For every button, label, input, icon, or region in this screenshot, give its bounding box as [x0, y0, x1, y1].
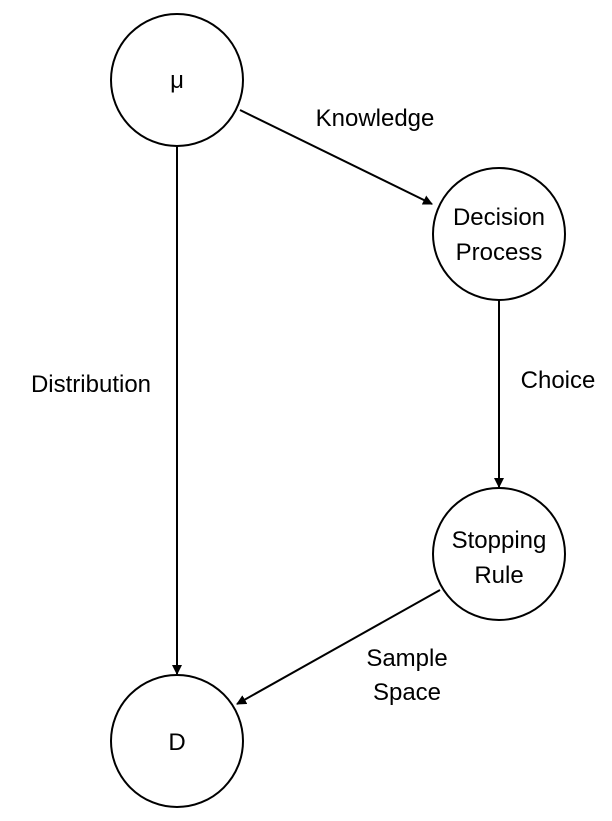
node-mu-circle — [110, 13, 244, 147]
node-stopping-rule-label-line2: Rule — [474, 562, 523, 589]
edge-choice: Choice — [494, 300, 596, 488]
edge-sample-space-label-line2: Space — [373, 679, 441, 706]
edge-distribution-label: Distribution — [31, 371, 151, 398]
node-d-circle — [110, 674, 244, 808]
node-decision-process-label-line1: Decision — [453, 204, 545, 231]
node-mu: μ — [110, 13, 244, 147]
edge-sample-space-label-line1: Sample — [366, 645, 447, 672]
node-decision-process: Decision Process — [432, 167, 566, 301]
node-decision-process-circle — [432, 167, 566, 301]
edge-sample-space: Sample Space — [236, 589, 448, 706]
node-stopping-rule-label-line1: Stopping — [452, 527, 547, 554]
node-stopping-rule-circle — [432, 487, 566, 621]
node-mu-label: μ — [170, 67, 184, 94]
node-d-label: D — [168, 729, 185, 756]
node-d: D — [110, 674, 244, 808]
node-stopping-rule: Stopping Rule — [432, 487, 566, 621]
edge-choice-label: Choice — [521, 367, 596, 394]
edge-knowledge: Knowledge — [239, 105, 435, 205]
edge-knowledge-label: Knowledge — [316, 105, 435, 132]
node-decision-process-label-line2: Process — [456, 239, 543, 266]
edge-knowledge-line — [239, 109, 433, 205]
edge-distribution: Distribution — [31, 146, 182, 675]
edge-sample-space-line — [236, 589, 441, 705]
